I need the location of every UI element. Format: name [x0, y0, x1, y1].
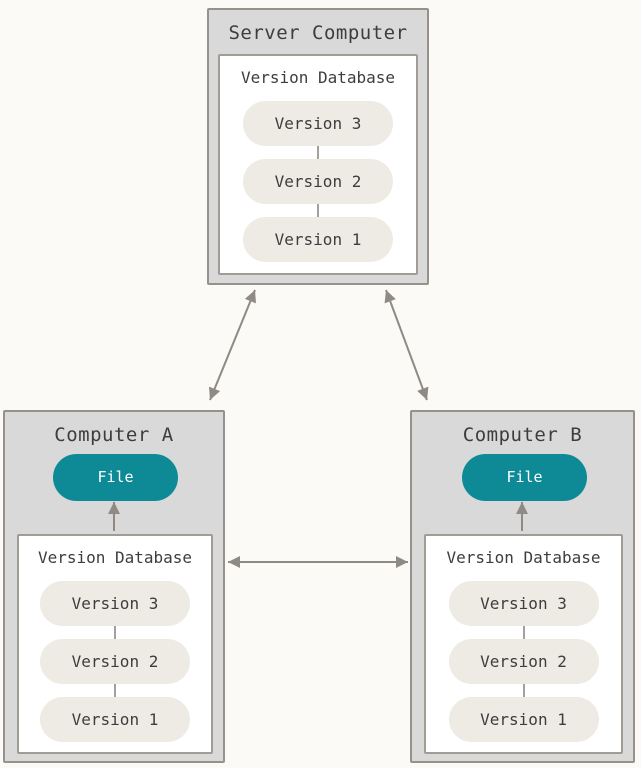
computer-a-version-1-pill: Version 1	[40, 697, 190, 742]
version-connector	[522, 684, 525, 697]
computer-b-version-2-pill: Version 2	[448, 639, 599, 684]
arrow-server-computer-a	[208, 289, 257, 401]
computer-a-version-2-pill: Version 2	[40, 639, 190, 684]
computer-a-version-3-pill: Version 3	[40, 581, 190, 626]
computer-a-box: Computer A File Version Database Version…	[3, 410, 225, 763]
version-connector	[114, 684, 116, 697]
version-connector	[522, 626, 525, 639]
server-computer-title: Server Computer	[228, 22, 408, 44]
computer-b-version-1-pill: Version 1	[448, 697, 599, 742]
computer-b-version-database-box: Version Database Version 3 Version 2 Ver…	[424, 534, 623, 754]
computer-a-version-database-box: Version Database Version 3 Version 2 Ver…	[17, 534, 213, 754]
computer-a-file-pill: File	[53, 454, 178, 501]
server-version-database-title: Version Database	[240, 68, 396, 87]
server-computer-box: Server Computer Version Database Version…	[207, 8, 429, 285]
version-connector	[317, 204, 319, 217]
computer-b-version-3-pill: Version 3	[448, 581, 599, 626]
server-version-3-pill: Version 3	[243, 101, 393, 146]
computer-b-file-pill: File	[462, 454, 587, 501]
computer-a-title: Computer A	[54, 424, 174, 446]
version-connector	[317, 146, 319, 159]
arrow-server-computer-b	[384, 289, 429, 401]
server-version-database-box: Version Database Version 3 Version 2 Ver…	[218, 54, 418, 275]
computer-a-version-database-title: Version Database	[37, 548, 193, 567]
computer-b-box: Computer B File Version Database Version…	[410, 410, 635, 763]
computer-b-version-database-title: Version Database	[446, 548, 601, 567]
computer-b-title: Computer B	[462, 424, 583, 446]
version-connector	[114, 626, 116, 639]
server-version-1-pill: Version 1	[243, 217, 393, 262]
server-version-2-pill: Version 2	[243, 159, 393, 204]
